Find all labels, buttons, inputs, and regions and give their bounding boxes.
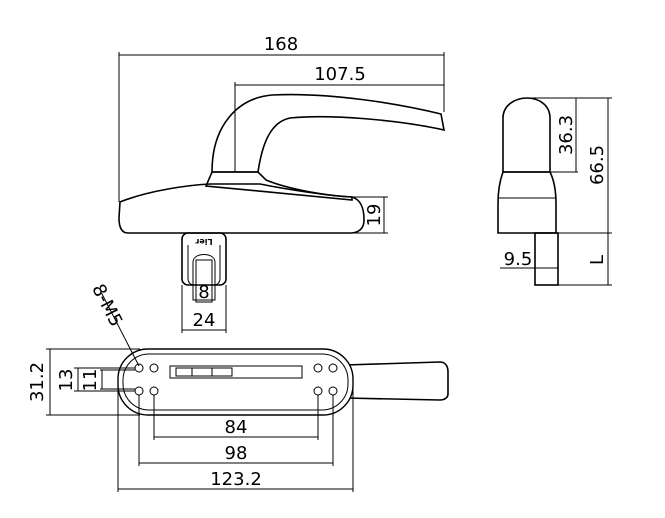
dim-label-19: 19 bbox=[364, 204, 385, 227]
dim-label-36-3: 36.3 bbox=[556, 115, 577, 155]
dimension-plate-length: 123.2 bbox=[117, 382, 354, 492]
center-slot bbox=[169, 365, 303, 379]
spindle-housing: Lier bbox=[181, 232, 227, 303]
dim-label-8-m5: 8-M5 bbox=[87, 281, 126, 331]
dim-label-9-5: 9.5 bbox=[504, 249, 533, 270]
dimension-total-length: 168 bbox=[118, 34, 445, 202]
handle-lever bbox=[211, 93, 446, 173]
brand-mark: Lier bbox=[195, 237, 212, 246]
dimension-inner-spacing-b: 11 bbox=[80, 369, 135, 392]
dim-label-l: L bbox=[587, 255, 608, 265]
dimension-spindle-offset: 9.5 bbox=[500, 233, 558, 285]
screw-hole bbox=[313, 363, 323, 373]
side-view: 36.3 66.5 9.5 L bbox=[497, 97, 612, 286]
screw-hole bbox=[328, 363, 338, 373]
side-spindle bbox=[534, 232, 559, 286]
dim-label-168: 168 bbox=[264, 34, 298, 55]
handle-base bbox=[118, 183, 365, 234]
dimension-spindle-length: L bbox=[558, 233, 612, 286]
bottom-lever bbox=[344, 361, 449, 401]
dimension-spindle-housing-width: 24 bbox=[181, 285, 227, 333]
dimension-plate-width: 31.2 bbox=[27, 348, 140, 416]
side-base bbox=[497, 171, 557, 234]
dimension-hole-spacing-inner: 84 bbox=[153, 395, 319, 440]
screw-hole bbox=[149, 363, 159, 373]
dimension-lever-height: 36.3 bbox=[527, 97, 612, 173]
dimension-inner-spacing-a: 13 bbox=[56, 367, 135, 392]
dim-label-84: 84 bbox=[225, 417, 248, 438]
dim-label-11: 11 bbox=[80, 369, 101, 392]
dim-label-24: 24 bbox=[193, 310, 216, 331]
dimension-hole-spacing-outer: 98 bbox=[138, 395, 334, 466]
base-plate-inner bbox=[122, 353, 349, 411]
bottom-view: 8-M5 31.2 13 11 84 bbox=[27, 281, 449, 492]
side-lever bbox=[502, 97, 551, 173]
dim-label-8: 8 bbox=[198, 282, 209, 303]
dim-label-107-5: 107.5 bbox=[314, 64, 366, 85]
dimension-spindle-size: 8 bbox=[196, 282, 212, 303]
dim-label-66-5: 66.5 bbox=[587, 145, 608, 185]
dimension-lever-length: 107.5 bbox=[234, 64, 444, 172]
dim-label-123-2: 123.2 bbox=[210, 469, 262, 490]
front-view: Lier 168 107.5 19 8 bbox=[118, 34, 446, 333]
dimension-base-height: 19 bbox=[352, 196, 388, 234]
dim-label-13: 13 bbox=[56, 369, 77, 392]
dim-label-98: 98 bbox=[225, 443, 248, 464]
dim-label-31-2: 31.2 bbox=[27, 362, 48, 402]
dimension-total-height: 66.5 bbox=[556, 98, 612, 234]
